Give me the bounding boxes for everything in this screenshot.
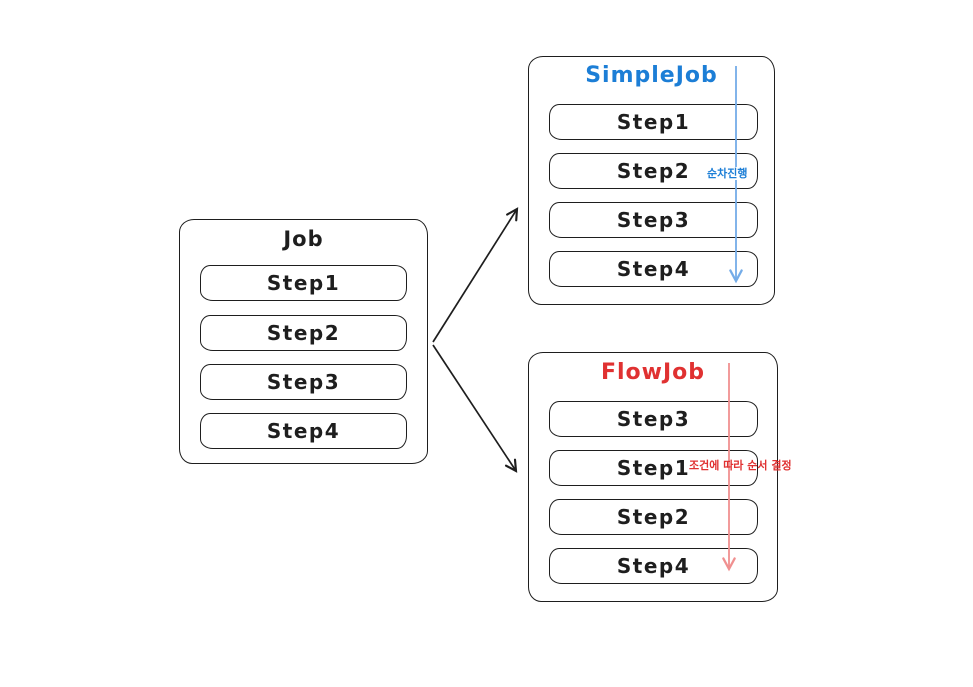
arrow-job-to-flowjob [432,344,518,473]
job-step-3: Step3 [200,364,407,400]
job-box: Job Step1 Step2 Step3 Step4 [179,219,428,464]
job-step-4: Step4 [200,413,407,449]
flow-job-box: FlowJob Step3 Step1 Step2 Step4 [528,352,778,602]
job-step-1: Step1 [200,265,407,301]
arrow-job-to-simplejob [432,207,519,343]
flow-job-step-1: Step3 [549,401,758,437]
flow-job-step-4: Step4 [549,548,758,584]
simple-job-step-4: Step4 [549,251,758,287]
sequential-order-label: 순차진행 [706,167,749,180]
flow-job-step-3: Step2 [549,499,758,535]
job-step-2: Step2 [200,315,407,351]
simple-job-step-1: Step1 [549,104,758,140]
conditional-order-label: 조건에 따라 순서 결정 [689,459,792,472]
simple-job-box: SimpleJob Step1 Step2 Step3 Step4 [528,56,775,305]
simple-job-box-title: SimpleJob [585,63,718,88]
job-box-title: Job [283,227,324,251]
flow-job-box-title: FlowJob [600,360,706,385]
flow-job-step-2: Step1 [549,450,758,486]
simple-job-step-3: Step3 [549,202,758,238]
